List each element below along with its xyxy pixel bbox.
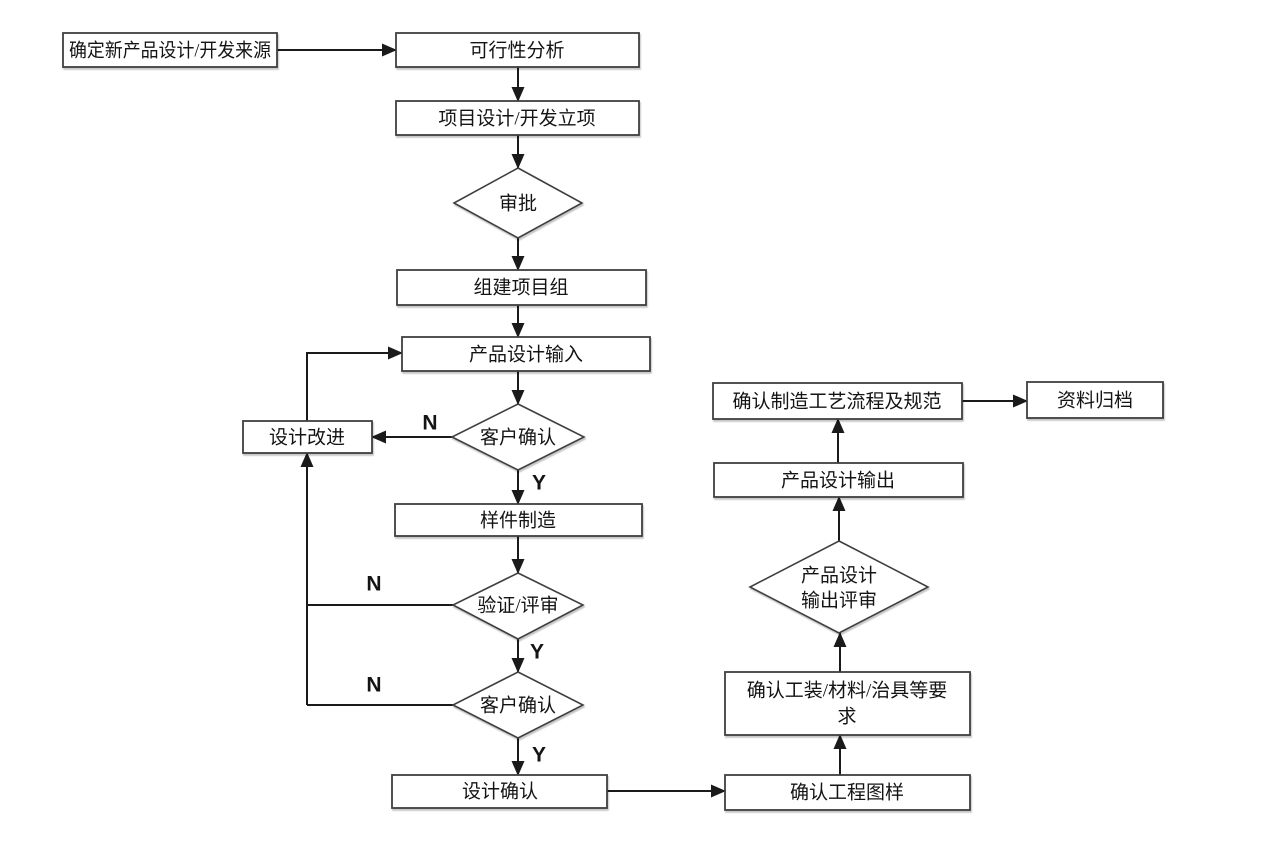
node-feasibility-box (395, 32, 640, 68)
branch-label-yes-customer-confirm-2: Y (532, 744, 546, 767)
node-source-box (62, 32, 278, 68)
node-design-output-box (713, 462, 964, 498)
node-feasibility-label: 可行性分析 (469, 40, 564, 62)
node-customer-confirm-1-label: 客户确认 (480, 427, 556, 449)
node-source-label: 确定新产品设计/开发来源 (69, 40, 271, 62)
node-archive-box (1026, 381, 1164, 419)
node-team-label: 组建项目组 (473, 277, 568, 299)
node-initiation-box (395, 100, 640, 136)
branch-label-no-verify: N (366, 573, 381, 596)
node-approval-diamond (452, 167, 584, 239)
node-design-input-label: 产品设计输入 (469, 344, 583, 366)
node-design-confirm-box (391, 774, 608, 809)
node-design-output-label: 产品设计输出 (781, 470, 895, 492)
node-customer-confirm-2-label: 客户确认 (480, 695, 556, 717)
node-output-review-diamond (748, 540, 930, 634)
node-customer-confirm-1-diamond (450, 403, 586, 471)
node-design-improve-box (242, 420, 373, 454)
edge-design-improve-to-design-input (306, 346, 403, 421)
node-process-spec-label: 确认制造工艺流程及规范 (732, 391, 941, 413)
node-design-improve-label: 设计改进 (269, 427, 345, 449)
node-output-review-label-line1: 产品设计 (801, 565, 877, 587)
branch-label-yes-customer-confirm-1: Y (532, 472, 546, 495)
node-drawings-label: 确认工程图样 (790, 782, 904, 804)
branch-label-no-customer-confirm-2: N (366, 674, 381, 697)
node-design-confirm-label: 设计确认 (462, 781, 538, 803)
node-sample-box (394, 503, 643, 537)
branch-label-no-customer-confirm-1: N (422, 412, 437, 435)
node-verify-diamond (451, 572, 585, 640)
node-drawings-box (724, 774, 971, 811)
node-customer-confirm-2-diamond (451, 671, 585, 739)
node-tooling-label-line1: 确认工装/材料/治具等要 (747, 680, 948, 702)
node-sample-label: 样件制造 (480, 510, 556, 532)
branch-label-yes-verify: Y (530, 641, 544, 664)
node-process-spec-box (712, 382, 963, 420)
node-initiation-label: 项目设计/开发立项 (438, 108, 595, 130)
node-team-box (396, 269, 647, 306)
node-design-input-box (401, 336, 651, 372)
node-output-review-label-line2: 输出评审 (801, 590, 877, 612)
node-verify-label: 验证/评审 (477, 595, 558, 617)
node-approval-label: 审批 (499, 193, 537, 215)
node-tooling-label-line2: 求 (837, 706, 856, 728)
node-archive-label: 资料归档 (1057, 390, 1133, 412)
node-tooling-box (724, 671, 971, 736)
